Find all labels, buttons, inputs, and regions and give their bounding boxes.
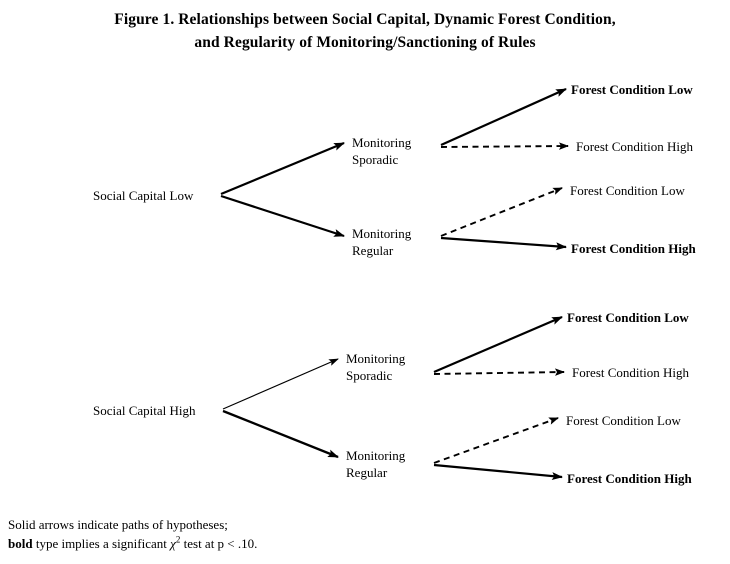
outcome-2-forest-condition-high: Forest Condition High — [576, 138, 693, 155]
node-social-capital-low: Social Capital Low — [93, 187, 193, 204]
node-monitoring-sporadic-bottom-line2: Sporadic — [346, 368, 393, 383]
edge-sclow-to-regular — [220, 194, 345, 238]
outcome-4-forest-condition-high: Forest Condition High — [571, 240, 696, 257]
node-social-capital-high-label: Social Capital High — [93, 403, 196, 418]
node-monitoring-regular-top-line1: Monitoring — [352, 226, 412, 241]
node-monitoring-sporadic-top: Monitoring Sporadic — [352, 134, 411, 168]
edge-regular2-to-forest-high-bold — [433, 463, 563, 481]
edge-sporadic-to-forest-low-bold — [440, 87, 567, 147]
node-social-capital-low-label: Social Capital Low — [93, 188, 194, 203]
figure-footnote: Solid arrows indicate paths of hypothese… — [8, 515, 257, 553]
edge-sporadic2-to-forest-low-bold — [433, 315, 563, 374]
node-monitoring-sporadic-bottom-line1: Monitoring — [346, 351, 406, 366]
figure-title: Figure 1. Relationships between Social C… — [0, 8, 730, 54]
edge-schigh-to-regular — [222, 409, 339, 459]
node-monitoring-sporadic-top-line2: Sporadic — [352, 152, 399, 167]
outcome-4-label: Forest Condition High — [571, 241, 696, 256]
outcome-1-forest-condition-low: Forest Condition Low — [571, 81, 693, 98]
footnote-line-1: Solid arrows indicate paths of hypothese… — [8, 517, 228, 532]
node-monitoring-regular-bottom: Monitoring Regular — [346, 447, 405, 481]
node-monitoring-regular-top-line2: Regular — [352, 243, 394, 258]
figure-title-line-2: and Regularity of Monitoring/Sanctioning… — [194, 34, 536, 51]
node-social-capital-high: Social Capital High — [93, 402, 196, 419]
outcome-8-label: Forest Condition High — [567, 471, 692, 486]
edge-regular2-to-forest-low-dashed — [433, 417, 559, 464]
outcome-2-label: Forest Condition High — [576, 139, 694, 154]
outcome-6-forest-condition-high: Forest Condition High — [572, 364, 689, 381]
edge-schigh-to-sporadic — [222, 358, 339, 410]
chi-symbol: χ — [170, 536, 176, 551]
node-monitoring-sporadic-top-line1: Monitoring — [352, 135, 412, 150]
edge-sclow-to-sporadic — [220, 141, 345, 196]
figure-title-line-1: Figure 1. Relationships between Social C… — [114, 11, 616, 28]
node-monitoring-regular-bottom-line1: Monitoring — [346, 448, 406, 463]
node-monitoring-regular-top: Monitoring Regular — [352, 225, 411, 259]
outcome-5-forest-condition-low: Forest Condition Low — [567, 309, 689, 326]
node-monitoring-sporadic-bottom: Monitoring Sporadic — [346, 350, 405, 384]
outcome-8-forest-condition-high: Forest Condition High — [567, 470, 692, 487]
edge-regular-to-forest-low-dashed — [440, 187, 563, 237]
outcome-6-label: Forest Condition High — [572, 365, 690, 380]
footnote-bold-word: bold — [8, 536, 33, 551]
outcome-7-label: Forest Condition Low — [566, 413, 681, 428]
outcome-3-forest-condition-low: Forest Condition Low — [570, 182, 685, 199]
edge-regular-to-forest-high-bold — [440, 236, 567, 251]
edge-sporadic2-to-forest-high-dashed — [433, 368, 565, 376]
outcome-7-forest-condition-low: Forest Condition Low — [566, 412, 681, 429]
edge-sporadic-to-forest-high-dashed — [440, 142, 569, 150]
outcome-5-label: Forest Condition Low — [567, 310, 689, 325]
footnote-end-text: test at p < .10. — [180, 536, 258, 551]
node-monitoring-regular-bottom-line2: Regular — [346, 465, 388, 480]
chi-superscript: 2 — [175, 534, 181, 545]
outcome-3-label: Forest Condition Low — [570, 183, 685, 198]
footnote-mid-text: type implies a significant — [32, 536, 171, 551]
footnote-line-2: bold type implies a significant χ2 test … — [8, 534, 257, 553]
outcome-1-label: Forest Condition Low — [571, 82, 693, 97]
